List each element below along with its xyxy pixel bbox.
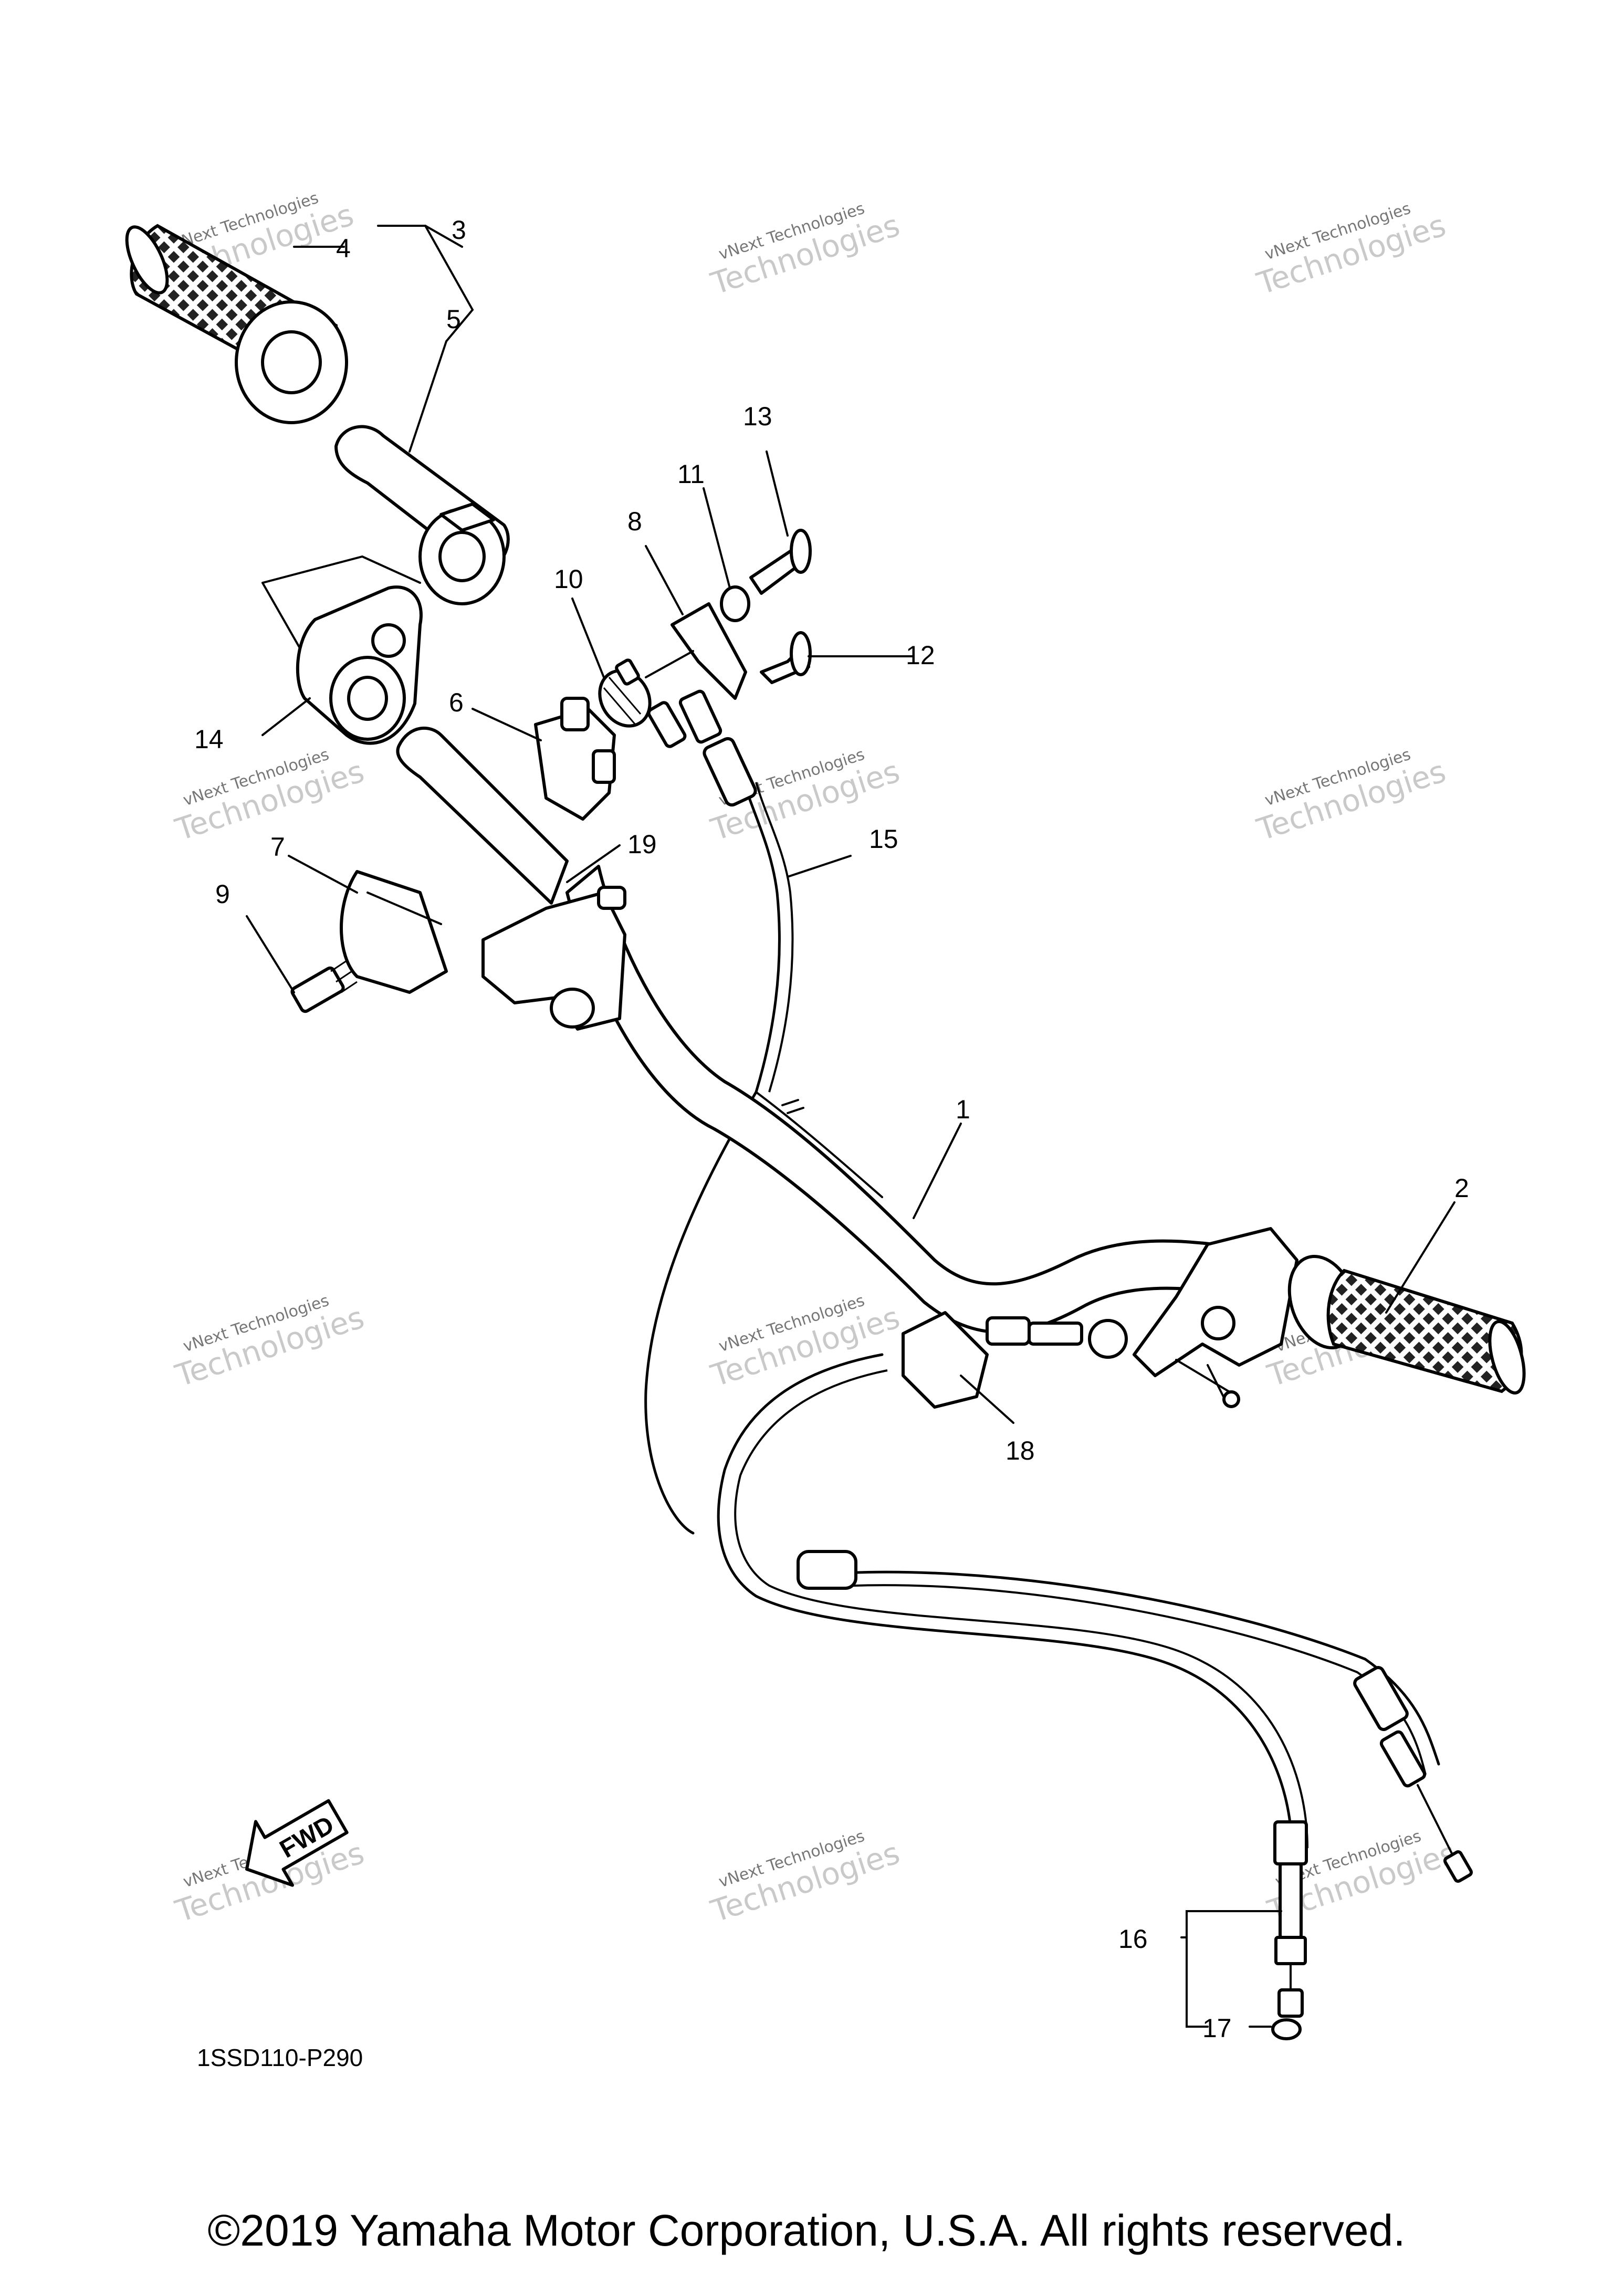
- cable-adjuster-10: [598, 658, 687, 748]
- callout-7: 7: [270, 832, 285, 862]
- callout-17: 17: [1202, 2014, 1232, 2043]
- callout-5: 5: [446, 305, 461, 334]
- throttle-housing-14: [261, 555, 423, 745]
- watermark: vNext Technologies Technologies: [1252, 746, 1450, 848]
- callout-8: 8: [627, 507, 642, 536]
- clutch-perch: [1133, 1227, 1298, 1408]
- grip-assembly-3: [125, 224, 348, 424]
- clutch-adjuster-18: [902, 1311, 1128, 1409]
- watermark: vNext Technologies Technologies: [706, 200, 904, 302]
- callout-1: 1: [956, 1095, 970, 1124]
- callout-4: 4: [336, 234, 351, 263]
- callout-12: 12: [906, 641, 935, 670]
- handlebar-1: [565, 865, 1256, 1334]
- callout-2: 2: [1454, 1173, 1469, 1203]
- screw-13: [749, 529, 812, 595]
- leader-lines: [246, 225, 1455, 2040]
- throttle-grip-tube-5: [334, 425, 510, 605]
- right-grip-2: [1287, 1254, 1526, 1395]
- callouts: 1 2 3 4 5 6 7 8 9 10 11 12 13 14 15 16 1…: [194, 215, 1469, 2043]
- screw-12: [760, 631, 812, 684]
- callout-13: 13: [743, 402, 772, 431]
- hot-start-cable: [797, 1550, 1473, 1883]
- watermark: vNext Technologies Technologies: [706, 1827, 904, 1930]
- callout-18: 18: [1005, 1436, 1035, 1465]
- callout-16: 16: [1118, 1924, 1148, 1954]
- lever-perch-19: [481, 886, 626, 1031]
- clutch-cable-16: [717, 1353, 1308, 2018]
- callout-10: 10: [554, 564, 583, 594]
- callout-3: 3: [452, 215, 466, 245]
- callout-11: 11: [677, 459, 705, 489]
- callout-9: 9: [215, 879, 230, 909]
- copyright-notice: ©2019 Yamaha Motor Corporation, U.S.A. A…: [207, 2206, 1406, 2255]
- lower-clamp-7: [340, 870, 448, 994]
- left-bar-tube: [396, 727, 569, 905]
- watermark: vNext Technologies Technologies: [171, 1292, 368, 1394]
- callout-6: 6: [449, 688, 464, 717]
- callout-14: 14: [194, 725, 224, 754]
- diagram-code: 1SSD110-P290: [197, 2044, 363, 2071]
- clamp-bolt-9: [290, 960, 358, 1013]
- watermark: vNext Technologies Technologies: [706, 1292, 904, 1394]
- watermark: vNext Technologies Technologies: [1252, 200, 1450, 302]
- throttle-housing-cap-6: [534, 697, 616, 821]
- callout-19: 19: [627, 830, 657, 859]
- cover-bracket-8: [645, 602, 747, 700]
- spacer-11: [720, 585, 750, 622]
- callout-15: 15: [869, 824, 898, 854]
